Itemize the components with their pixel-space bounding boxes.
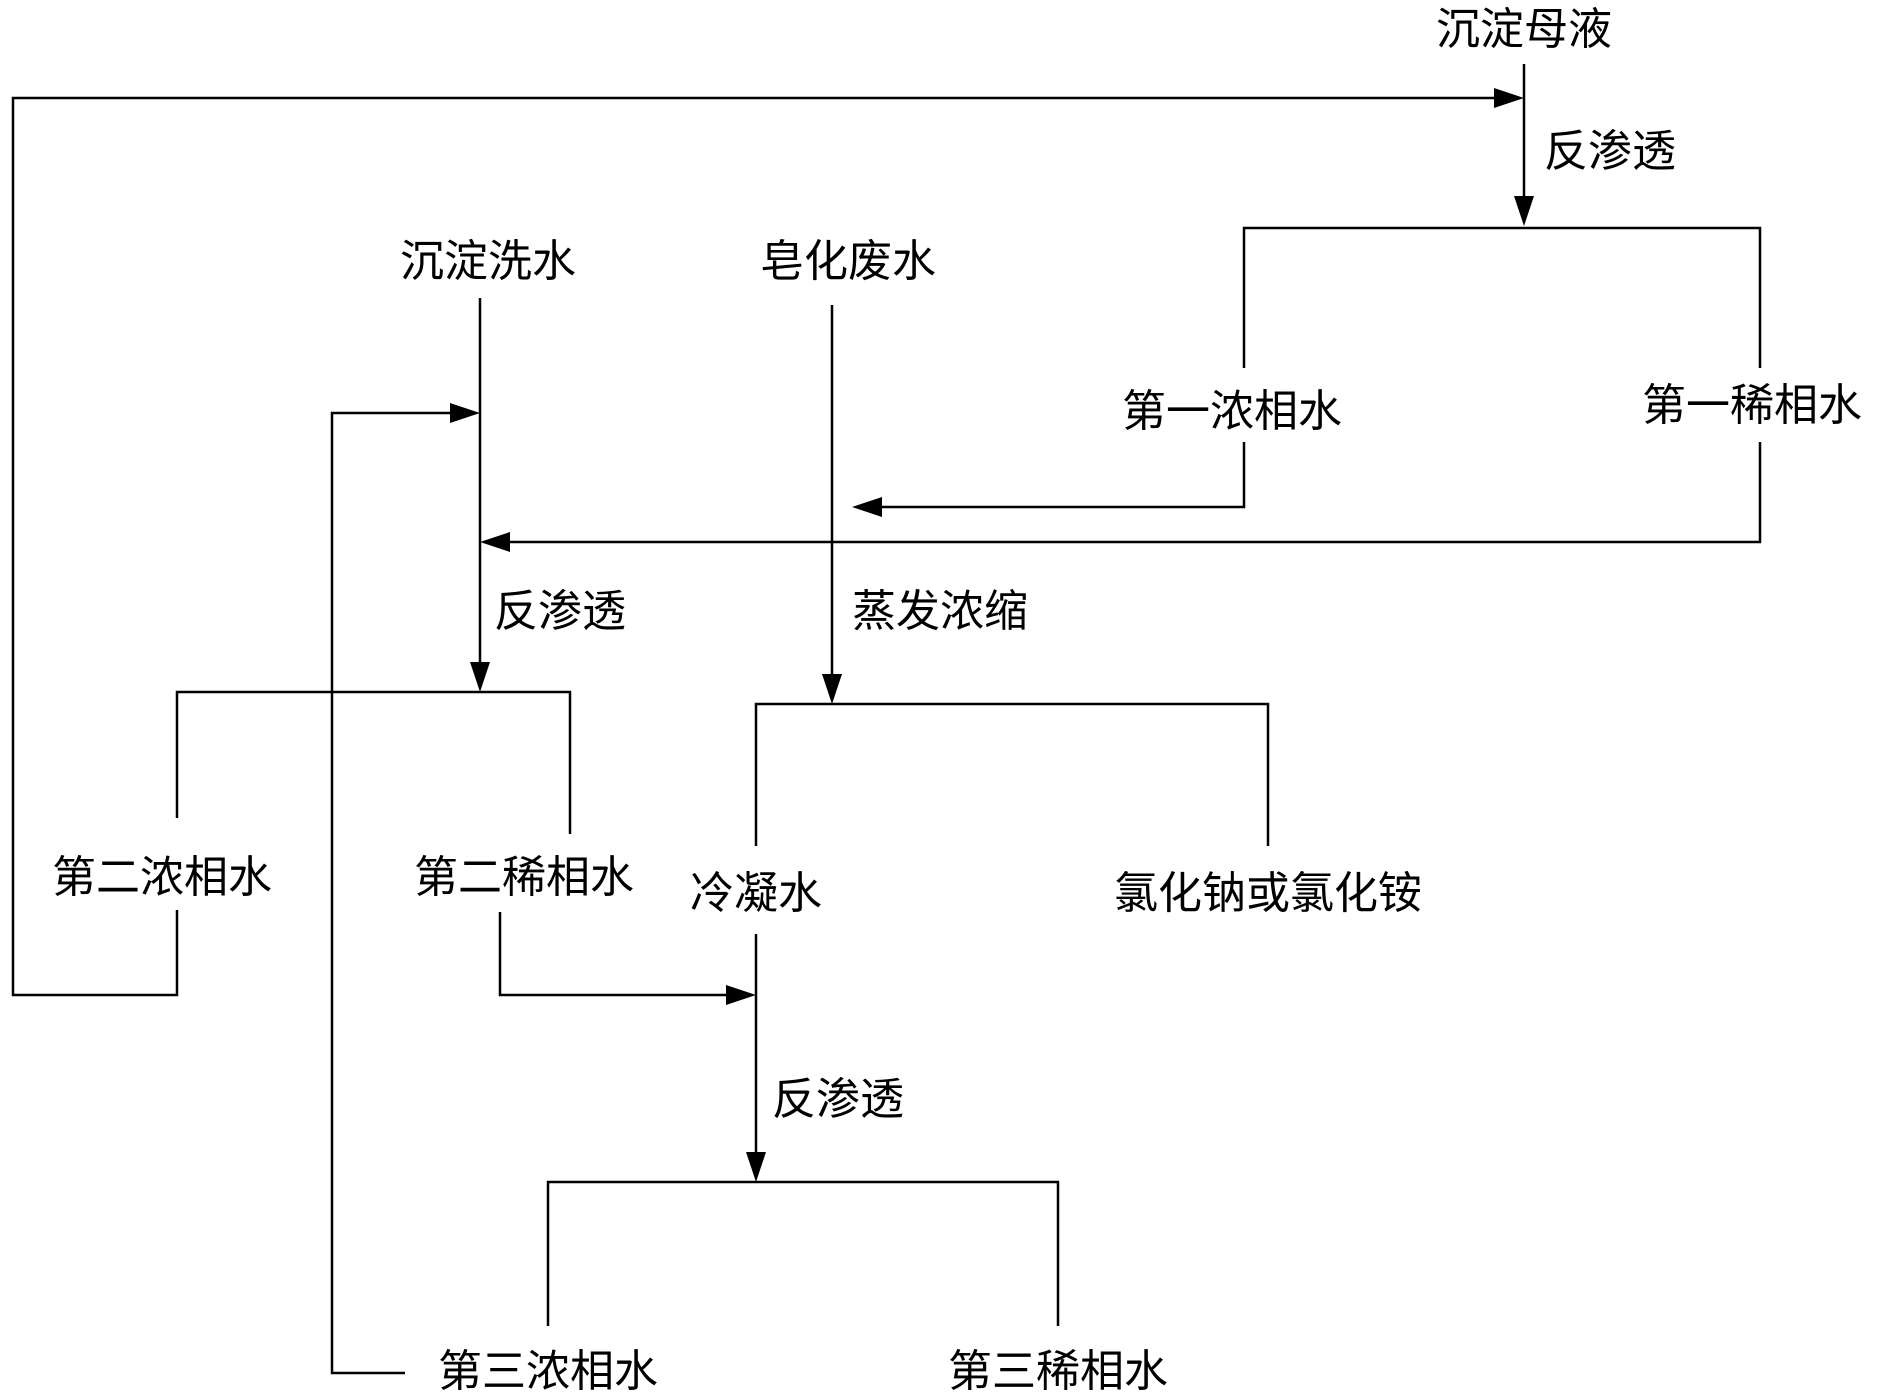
split-bracket-ro1 <box>1242 226 1762 368</box>
split-bracket-evaporation <box>754 702 1270 846</box>
recycle-line-second-concentrate <box>11 96 1494 997</box>
node-first-concentrate: 第一浓相水 <box>1122 386 1342 437</box>
arrow-head-ro3 <box>746 1152 766 1182</box>
arrow-head-ro1 <box>1514 196 1534 226</box>
arrow-head-ro2 <box>470 662 490 692</box>
node-second-concentrate: 第二浓相水 <box>52 852 272 903</box>
arrow-head-first-concentrate <box>852 497 882 517</box>
node-second-dilute: 第二稀相水 <box>414 852 634 903</box>
arrow-head-recycle-top <box>1494 88 1524 108</box>
arrow-head-evaporation <box>822 674 842 704</box>
process-label-ro-3: 反渗透 <box>772 1074 904 1125</box>
split-bracket-ro2 <box>175 690 572 834</box>
node-third-concentrate: 第三浓相水 <box>438 1346 658 1397</box>
arrow-head-second-dilute <box>726 985 756 1005</box>
node-first-dilute: 第一稀相水 <box>1642 380 1862 431</box>
process-label-ro-1: 反渗透 <box>1544 126 1676 177</box>
node-saponification-wastewater: 皂化废水 <box>760 236 936 287</box>
flow-line-first-concentrate <box>882 442 1246 509</box>
node-condensate: 冷凝水 <box>690 868 822 919</box>
node-precip-mother-liquor: 沉淀母液 <box>1436 4 1612 55</box>
node-precip-wash-water: 沉淀洗水 <box>400 236 576 287</box>
node-salt-product: 氯化钠或氯化铵 <box>1114 868 1422 919</box>
split-bracket-ro3 <box>546 1180 1060 1326</box>
process-label-evaporation: 蒸发浓缩 <box>852 586 1028 637</box>
arrow-head-recycle-third <box>450 403 480 423</box>
recycle-line-third-concentrate <box>330 411 450 1375</box>
arrow-head-first-dilute <box>480 532 510 552</box>
flow-line-first-dilute <box>510 442 1762 544</box>
flow-line-second-dilute <box>498 912 726 997</box>
process-label-ro-2: 反渗透 <box>494 586 626 637</box>
node-third-dilute: 第三稀相水 <box>948 1346 1168 1397</box>
